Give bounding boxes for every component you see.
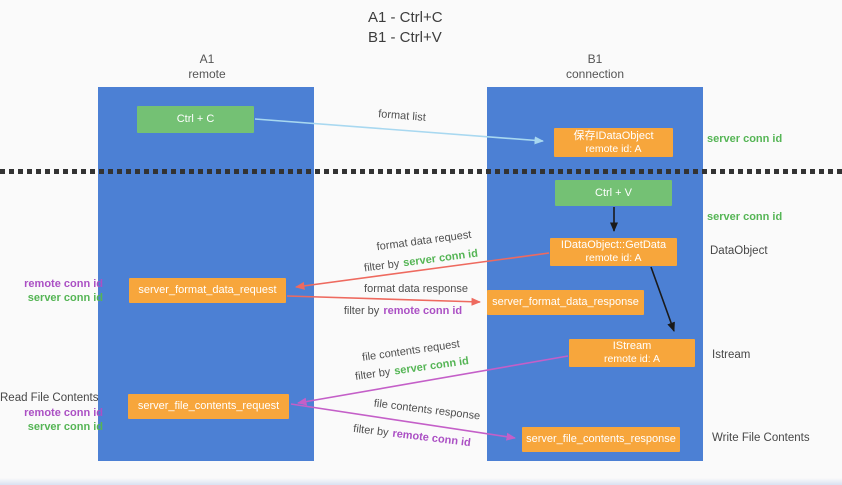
- annotation-remote-conn-id: remote conn id: [24, 407, 103, 419]
- filter-value-server-conn-id: server conn id: [402, 247, 479, 270]
- annotation-server-conn-id-mid: server conn id: [707, 211, 783, 223]
- node-server-file-contents-request-label: server_file_contents_request: [137, 400, 280, 412]
- node-istream-line1: IStream: [612, 340, 652, 352]
- annotation-server-conn-id: server conn id: [27, 292, 103, 304]
- node-idataobject-getdata: IDataObject::GetData remote id: A: [550, 238, 677, 266]
- node-getdata-line1: IDataObject::GetData: [560, 239, 667, 251]
- node-ctrl-c: Ctrl + C: [137, 106, 254, 133]
- node-ctrl-v-label: Ctrl + V: [595, 186, 632, 199]
- filter-prefix: filter by: [343, 305, 380, 317]
- node-server-format-data-request-label: server_format_data_request: [138, 284, 277, 296]
- filter-prefix: filter by: [352, 422, 390, 440]
- annotation-istream: Istream: [712, 349, 751, 361]
- diagram-title: A1 - Ctrl+C B1 - Ctrl+V: [368, 8, 443, 48]
- arrow-format-data-response: [286, 295, 481, 306]
- session-divider-line: [0, 169, 842, 174]
- label-format-data-response: format data response: [364, 283, 468, 295]
- annotation-read-file-contents: Read File Contents: [0, 392, 99, 404]
- node-save-idataobject-line1: 保存IDataObject: [573, 129, 654, 142]
- node-ctrl-v: Ctrl + V: [555, 180, 672, 206]
- annotation-format-conn-ids: remote conn id server conn id: [0, 277, 103, 305]
- bottom-edge-fade: [0, 478, 842, 485]
- filter-prefix: filter by: [363, 257, 401, 275]
- node-save-idataobject-line2: remote id: A: [585, 142, 642, 155]
- lifeline-a1-role: remote: [188, 67, 226, 81]
- node-server-file-contents-request: server_file_contents_request: [128, 394, 289, 419]
- lifeline-a1-name: A1: [199, 52, 215, 66]
- node-server-format-data-response: server_format_data_response: [487, 290, 644, 315]
- filter-value-remote-conn-id: remote conn id: [391, 427, 472, 450]
- lifeline-b1-name: B1: [587, 52, 603, 66]
- node-server-format-data-response-label: server_format_data_response: [492, 296, 639, 308]
- label-format-list: format list: [377, 108, 427, 124]
- annotation-file-conn-ids: remote conn id server conn id: [0, 406, 103, 434]
- title-line-1: A1 - Ctrl+C: [368, 9, 443, 26]
- lifeline-b1-role: connection: [565, 67, 625, 81]
- filter-prefix: filter by: [354, 366, 392, 383]
- title-line-2: B1 - Ctrl+V: [368, 29, 442, 46]
- node-server-format-data-request: server_format_data_request: [129, 278, 286, 303]
- node-istream-line2: remote id: A: [603, 353, 661, 365]
- node-ctrl-c-label: Ctrl + C: [176, 113, 215, 125]
- node-istream: IStream remote id: A: [569, 339, 695, 367]
- node-server-file-contents-response-label: server_file_contents_response: [526, 433, 676, 445]
- lifeline-header-b1: B1 connection: [515, 52, 675, 82]
- filter-value-server-conn-id: server conn id: [393, 355, 470, 378]
- node-save-idataobject: 保存IDataObject remote id: A: [554, 128, 673, 157]
- annotation-write-file-contents: Write File Contents: [712, 432, 810, 444]
- filter-value-remote-conn-id: remote conn id: [383, 305, 463, 317]
- annotation-server-conn-id: server conn id: [27, 421, 103, 433]
- label-file-contents-response: file contents response: [373, 397, 481, 423]
- annotation-remote-conn-id: remote conn id: [24, 278, 103, 290]
- node-getdata-line2: remote id: A: [585, 252, 642, 264]
- lifeline-header-a1: A1 remote: [127, 52, 287, 82]
- annotation-server-conn-id-top: server conn id: [707, 133, 783, 145]
- annotation-dataobject: DataObject: [710, 245, 768, 257]
- node-server-file-contents-response: server_file_contents_response: [522, 427, 680, 452]
